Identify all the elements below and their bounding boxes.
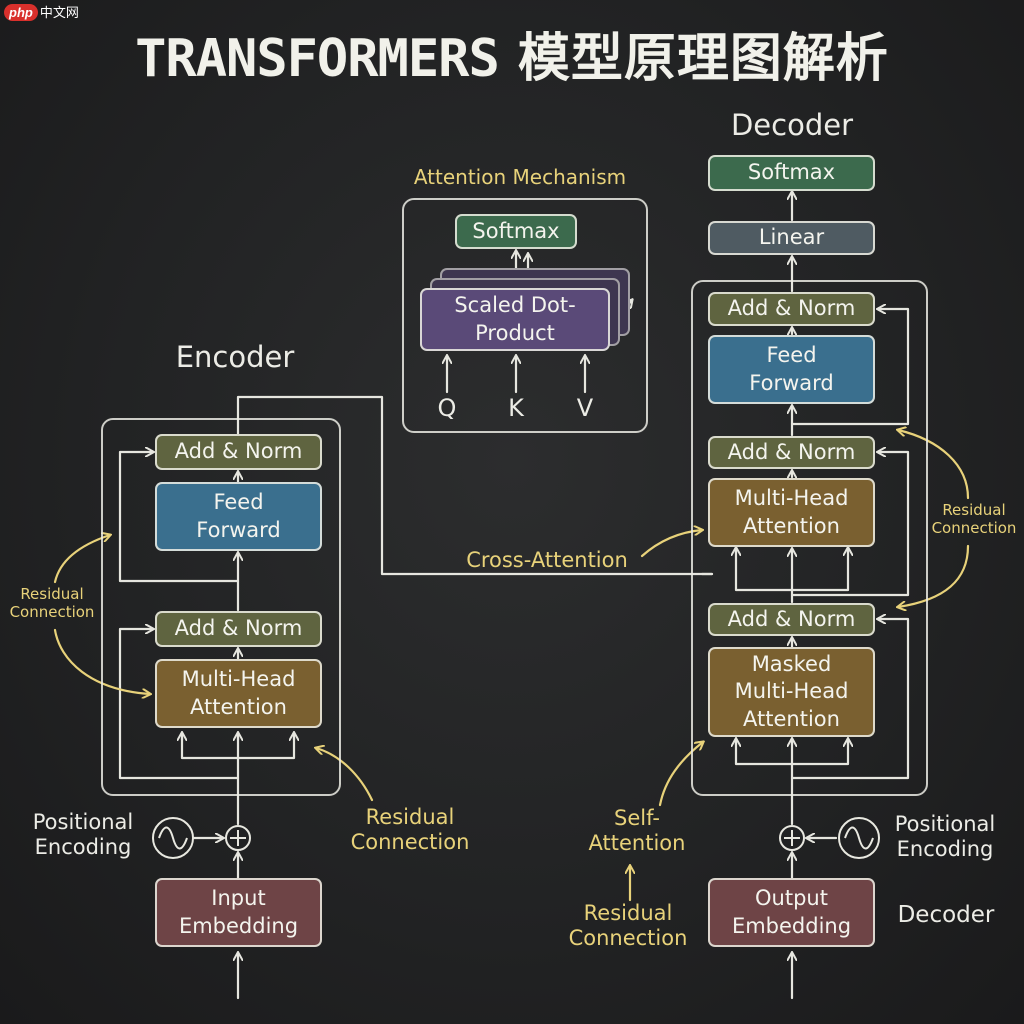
decoder-residual-label-right: Residual Connection (931, 501, 1017, 537)
encoder-residual-right-arrow (316, 748, 374, 802)
decoder-softmax: Softmax (708, 155, 875, 191)
decoder-add-norm-2: Add & Norm (708, 436, 875, 469)
encoder-multi-head-attention: Multi-Head Attention (155, 659, 322, 728)
encoder-frame (101, 418, 341, 796)
encoder-residual-label-right: Residual Connection (350, 805, 470, 854)
decoder-residual-inner-1 (790, 619, 910, 780)
encoder-positional-encoding-icon (152, 817, 194, 859)
decoder-heading-bottom: Decoder (897, 902, 995, 928)
scaled-dot-product: Scaled Dot- Product (420, 288, 610, 351)
encoder-qkv-split (180, 733, 296, 760)
cross-attention-label: Cross-Attention (466, 548, 628, 572)
encoder-heading: Encoder (175, 340, 295, 374)
encoder-feed-forward: Feed Forward (155, 482, 322, 551)
decoder-frame (691, 280, 928, 796)
decoder-add-norm-1: Add & Norm (708, 292, 875, 326)
attention-softmax: Softmax (455, 214, 577, 249)
encoder-residual-inner-1 (118, 629, 240, 780)
decoder-residual-arrow-up (898, 430, 970, 500)
decoder-residual-inner-2 (790, 452, 910, 597)
decoder-positional-encoding-icon (838, 817, 880, 859)
input-v: V (576, 394, 594, 422)
decoder-add-icon (779, 825, 805, 851)
decoder-multi-head-attention: Multi-Head Attention (708, 478, 875, 547)
encoder-add-icon (225, 825, 251, 851)
page-title: TRANSFORMERS 模型原理图解析 (135, 29, 889, 89)
self-attention-arrow (658, 742, 703, 807)
decoder-residual-inner-3 (790, 309, 910, 426)
decoder-add-norm-3: Add & Norm (708, 603, 875, 636)
attention-mechanism-heading: Attention Mechanism (413, 165, 627, 189)
decoder-masked-multi-head-attention: Masked Multi-Head Attention (708, 647, 875, 737)
input-q: Q (437, 394, 457, 422)
decoder-residual-label-bottom: Residual Connection (568, 901, 688, 950)
encoder-residual-inner-2 (118, 452, 240, 583)
decoder-linear: Linear (708, 221, 875, 255)
decoder-feed-forward: Feed Forward (708, 335, 875, 404)
encoder-input-embedding: Input Embedding (155, 878, 322, 947)
self-attention-label: Self- Attention (588, 806, 686, 855)
decoder-heading-top: Decoder (730, 108, 854, 142)
encoder-add-norm-bottom: Add & Norm (155, 611, 322, 647)
encoder-residual-arrow-down (53, 628, 150, 694)
encoder-add-norm-top: Add & Norm (155, 434, 322, 470)
cross-attention-arrow (640, 530, 702, 558)
encoder-positional-encoding-label: Positional Encoding (32, 810, 134, 859)
input-k: K (508, 394, 524, 422)
encoder-to-cross-attention (236, 395, 714, 576)
decoder-residual-arrow-down (898, 544, 970, 607)
decoder-positional-encoding-label: Positional Encoding (894, 812, 996, 861)
attention-mechanism-frame (402, 198, 648, 433)
encoder-residual-label-left: Residual Connection (9, 585, 95, 621)
decoder-output-embedding: Output Embedding (708, 878, 875, 947)
